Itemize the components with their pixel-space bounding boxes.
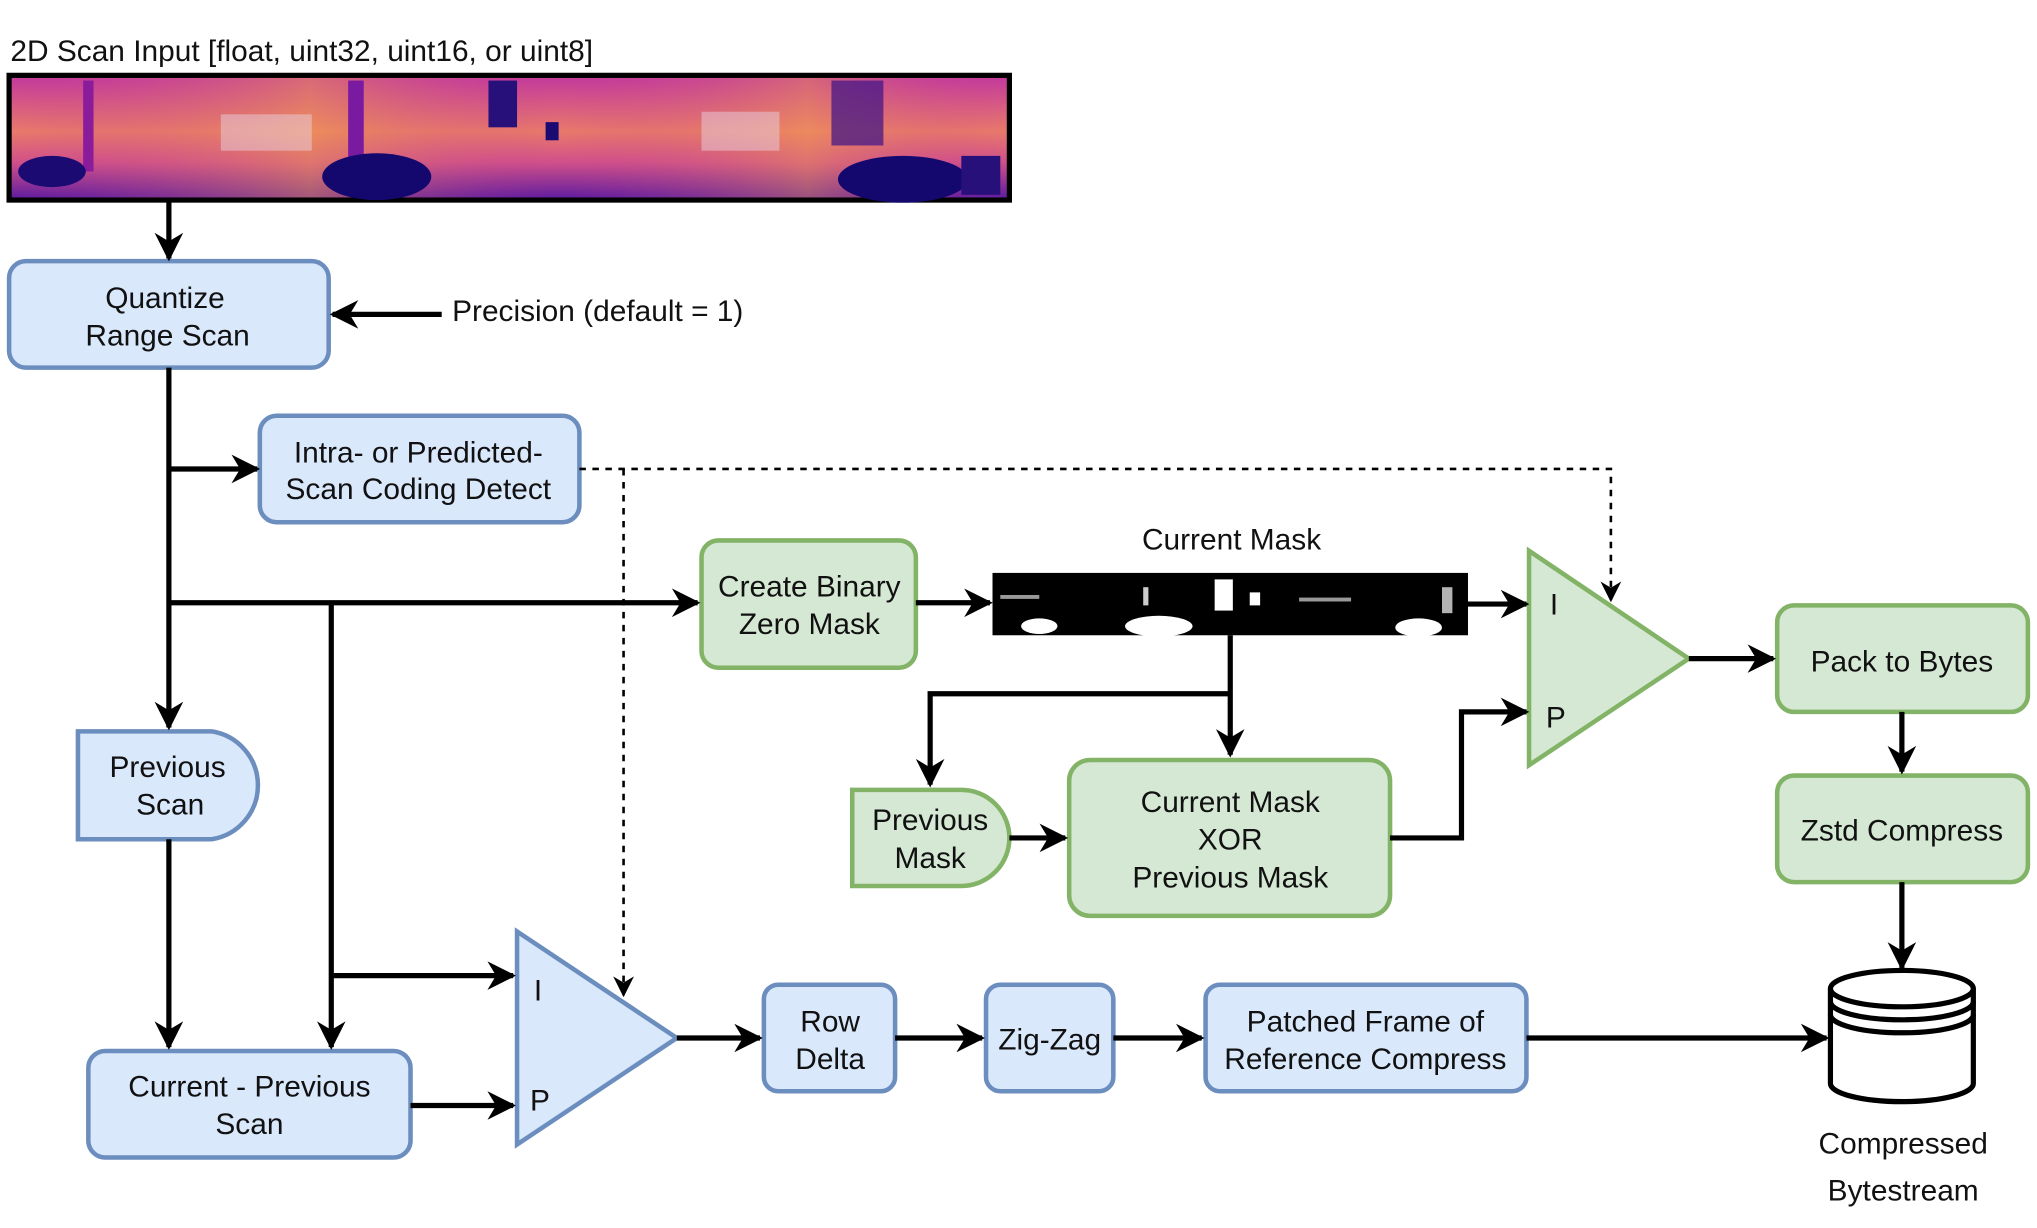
row-delta-line2: Delta [795, 1043, 865, 1076]
detect-line2: Scan Coding Detect [286, 473, 552, 506]
binary-mask-image [992, 572, 1468, 637]
mask-mux-p: P [1546, 701, 1566, 734]
pfor-line2: Reference Compress [1224, 1043, 1506, 1076]
zigzag-label: Zig-Zag [998, 1024, 1101, 1057]
range-image-icon [6, 72, 1012, 203]
precision-label: Precision (default = 1) [452, 295, 743, 328]
connectors [154, 200, 1917, 1120]
diff-line2: Scan [215, 1108, 283, 1141]
xor-line1: Current Mask [1141, 786, 1320, 819]
previous-mask-box [849, 787, 1012, 889]
scan-mux-p: P [530, 1085, 550, 1118]
detect-line1: Intra- or Predicted- [294, 436, 543, 469]
previous-scan-line2: Scan [136, 789, 204, 822]
mask-mux [1526, 546, 1693, 770]
xor-line3: Previous Mask [1132, 861, 1328, 894]
quantize-line1: Quantize [105, 282, 225, 315]
create-mask-box [699, 538, 919, 671]
create-mask-line1: Create Binary [718, 570, 901, 603]
current-mask-label: Current Mask [1142, 524, 1321, 557]
row-delta-line1: Row [800, 1005, 860, 1038]
output-line1: Compressed [1819, 1128, 1988, 1161]
diff-line1: Current - Previous [128, 1070, 370, 1103]
create-mask-line2: Zero Mask [739, 608, 880, 641]
input-title: 2D Scan Input [float, uint32, uint16, or… [10, 35, 593, 68]
previous-mask-line2: Mask [894, 842, 965, 875]
zstd-label: Zstd Compress [1801, 815, 2003, 848]
arrow-xor-to-mux-p [1390, 697, 1530, 841]
previous-scan-line1: Previous [109, 751, 225, 784]
database-cylinder-icon [1827, 967, 1976, 1105]
output-line2: Bytestream [1828, 1174, 1979, 1207]
quantize-line2: Range Scan [85, 320, 249, 353]
previous-scan-box [75, 729, 261, 842]
mask-mux-i: I [1550, 588, 1558, 621]
pack-label: Pack to Bytes [1811, 646, 1994, 679]
diff-box [86, 1048, 413, 1160]
previous-mask-line1: Previous [872, 804, 988, 837]
xor-line2: XOR [1198, 824, 1263, 857]
dashed-detect-to-mask-mux [579, 467, 1622, 603]
pfor-line1: Patched Frame of [1247, 1005, 1485, 1038]
scan-mux [514, 927, 681, 1149]
arrow-mask-to-previous-mask [915, 691, 1231, 788]
scan-mux-i: I [534, 974, 542, 1007]
